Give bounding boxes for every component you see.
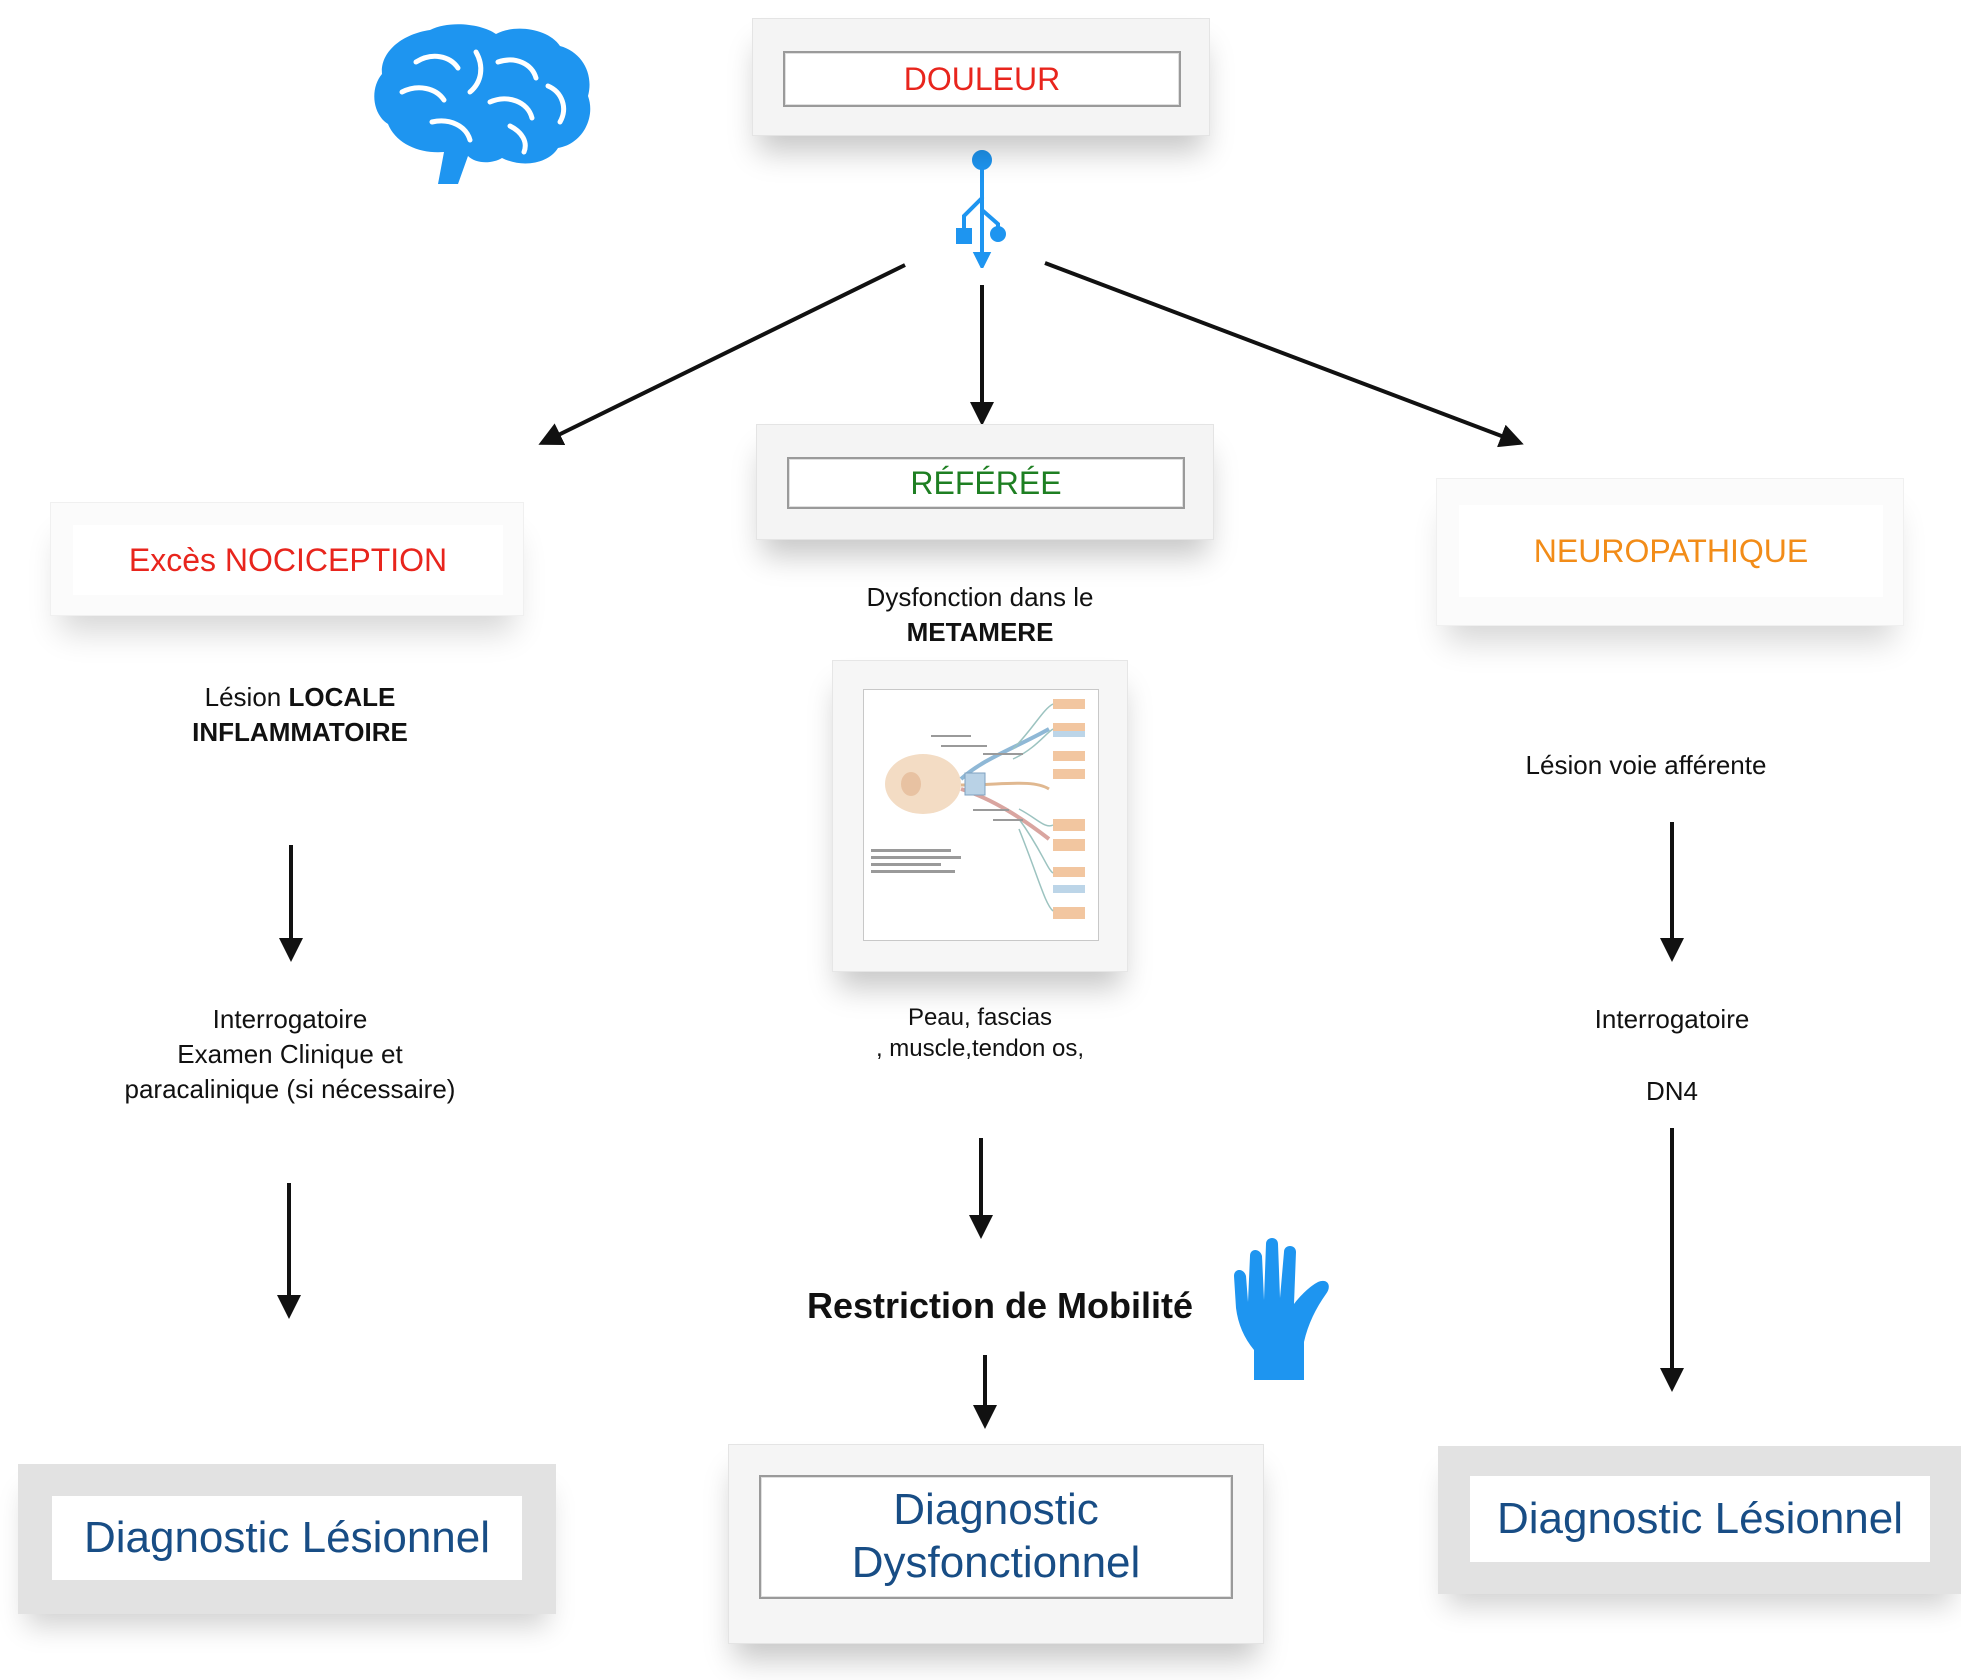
nociception-label: Excès NOCICEPTION: [73, 525, 503, 595]
restriction-mobilite-text: Restriction de Mobilité: [806, 1285, 1194, 1326]
diagnostic-line-2: Dysfonctionnel: [851, 1538, 1141, 1587]
metamere-bold: METAMERE: [906, 617, 1054, 647]
lesion-locale-bold: LOCALE: [288, 682, 396, 712]
diagnostic-dysfonctionnel-frame: Diagnostic Dysfonctionnel: [728, 1444, 1264, 1644]
metamere-figure: [863, 689, 1099, 941]
diagnostic-dysfonctionnel: Diagnostic Dysfonctionnel: [759, 1475, 1233, 1599]
diagnostic-line-1: Diagnostic: [893, 1485, 1099, 1535]
diagnostic-lesionnel-right-frame: Diagnostic Lésionnel: [1438, 1446, 1961, 1594]
lesion-inflammatoire-bold: INFLAMMATOIRE: [192, 717, 408, 747]
arrow-to-neuropathique: [1044, 261, 1524, 448]
diagnostic-lesionnel-left: Diagnostic Lésionnel: [52, 1496, 522, 1580]
brain-icon: [374, 24, 591, 184]
tissues-line-1: Peau, fascias: [907, 1004, 1053, 1031]
arrow-to-nociception: [538, 263, 906, 445]
usb-icon: [956, 150, 1006, 268]
neuropathique-frame: NEUROPATHIQUE: [1436, 478, 1904, 626]
metamere-figure-frame: [832, 660, 1128, 972]
dysfonction-text: Dysfonction dans le METAMERE: [780, 580, 1180, 650]
referee-frame: RÉFÉRÉE: [756, 424, 1214, 540]
neuropathique-label: NEUROPATHIQUE: [1459, 505, 1883, 597]
exam-line-3: paracalinique (si nécessaire): [124, 1074, 456, 1104]
left-exam-text: Interrogatoire Examen Clinique et paraca…: [60, 1002, 520, 1107]
right-interrogatoire-text: Interrogatoire: [1594, 1004, 1750, 1034]
lesion-prefix: Lésion: [204, 682, 289, 712]
tissues-text: Peau, fascias , muscle,tendon os,: [800, 1002, 1160, 1064]
nociception-frame: Excès NOCICEPTION: [50, 502, 524, 616]
douleur-frame: DOULEUR: [752, 18, 1210, 136]
lesion-voie-afferente-text: Lésion voie afférente: [1525, 750, 1767, 780]
exam-line-2: Examen Clinique et: [177, 1039, 403, 1069]
lesion-locale-text: Lésion LOCALE INFLAMMATOIRE: [130, 680, 470, 750]
diagnostic-lesionnel-right: Diagnostic Lésionnel: [1470, 1476, 1930, 1562]
diagnostic-lesionnel-left-frame: Diagnostic Lésionnel: [18, 1464, 556, 1614]
dysfonction-line: Dysfonction dans le: [866, 582, 1094, 612]
douleur-label: DOULEUR: [783, 51, 1181, 107]
referee-label: RÉFÉRÉE: [787, 457, 1185, 509]
dn4-text: DN4: [1645, 1076, 1698, 1106]
exam-line-1: Interrogatoire: [212, 1004, 368, 1034]
tissues-line-2: , muscle,tendon os,: [875, 1035, 1085, 1062]
hand-icon: [1234, 1238, 1329, 1380]
